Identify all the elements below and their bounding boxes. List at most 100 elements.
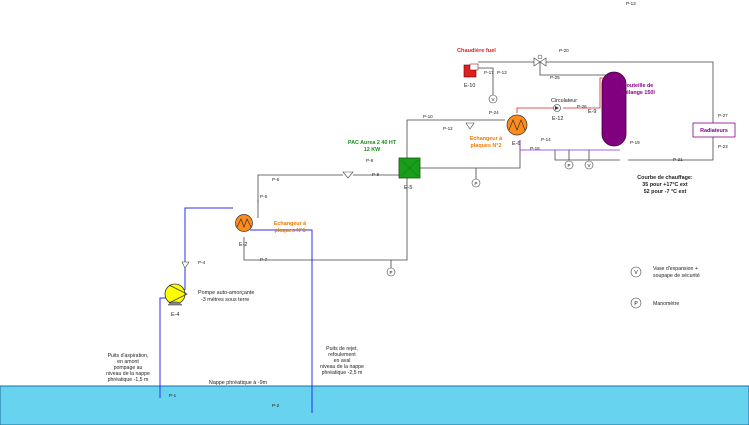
label-puits-rejet-1: Puits de rejet,: [326, 346, 358, 352]
label-p7: P-7: [260, 257, 268, 262]
svg-text:V: V: [587, 163, 590, 168]
svg-text:P: P: [567, 163, 570, 168]
label-puits-aspiration-2: en amont: [117, 359, 139, 365]
label-p24: P-24: [489, 110, 499, 115]
label-puits-rejet-2: refoulement: [328, 352, 356, 358]
heat-pump-e5[interactable]: [398, 157, 421, 179]
label-p21: P-21: [673, 157, 683, 162]
tag-e4: E-4: [171, 312, 179, 318]
svg-text:P: P: [389, 270, 392, 275]
label-puits-rejet-4: niveau de la nappe: [320, 364, 364, 370]
label-p26: P-26: [577, 104, 587, 109]
label-p27: P-27: [718, 113, 728, 118]
label-p12: P-12: [443, 126, 453, 131]
label-puits-aspiration-4: niveau de la nappe: [106, 371, 150, 377]
label-p1: P-1: [169, 393, 177, 398]
label-pac-2: 12 KW: [364, 147, 381, 153]
label-circulateur: Circulateur: [551, 98, 577, 104]
label-puits-rejet-3: en aval: [334, 358, 351, 364]
tag-e10: E-10: [464, 83, 475, 89]
legend-manometer-symbol: P: [630, 297, 642, 309]
label-p13: P-13: [497, 70, 507, 75]
tag-e12: E-12: [552, 116, 563, 122]
valve-p9: [342, 171, 354, 179]
label-chaudiere: Chaudière fuel: [457, 48, 496, 54]
check-valve-p4: [181, 261, 190, 269]
label-p5: P-5: [260, 194, 268, 199]
legend-vase-1: Vase d'expansion +: [653, 266, 698, 272]
label-courbe-2: 35 pour +17°C ext: [642, 182, 688, 188]
label-p25: P-25: [550, 75, 560, 80]
svg-text:P: P: [634, 301, 638, 307]
legend-vase-symbol: V: [630, 266, 642, 278]
pipe-p24: [516, 107, 560, 113]
label-courbe-3: 52 pour -7 °C ext: [644, 189, 687, 195]
label-bouteille-1: Bouteille de: [623, 83, 654, 89]
label-p14: P-14: [541, 137, 551, 142]
manometer-3: P: [564, 160, 574, 170]
label-p17: P-17: [484, 70, 494, 75]
water-table: [0, 385, 749, 425]
label-p8: P-8: [366, 158, 374, 163]
exchanger-e6[interactable]: [506, 114, 528, 136]
tag-e9: E-9: [588, 109, 596, 115]
manometer-2: P: [386, 267, 396, 277]
pipe-p2: [250, 229, 313, 413]
label-radiateurs: Radiateurs: [700, 128, 728, 134]
label-echangeur1-2: plaques N°1: [275, 228, 306, 234]
label-pac-1: PAC Aurea 2 40 HT: [348, 140, 397, 146]
label-p9: P-9: [372, 172, 380, 177]
label-puits-aspiration-5: phréatique -1,5 m: [108, 377, 149, 383]
tag-e2: E-2: [239, 242, 247, 248]
pipe-p6: [257, 174, 343, 218]
pipe-p20: [478, 61, 714, 125]
tag-e5: E-5: [404, 185, 412, 191]
circulator-e12[interactable]: [553, 104, 561, 112]
label-p23: P-23: [718, 144, 728, 149]
legend-manometre: Manomètre: [653, 301, 679, 307]
mixing-bottle-e9[interactable]: [601, 71, 627, 147]
radiators-box[interactable]: [692, 122, 736, 138]
exchanger-e2[interactable]: [235, 214, 253, 232]
label-p19: P-19: [630, 140, 640, 145]
pipe-p14-purple: [519, 140, 620, 151]
pipe-p17: [478, 67, 494, 95]
manometer-1: P: [471, 178, 481, 188]
valve-p12: [465, 122, 475, 130]
label-puits-rejet-5: phréatique -2,5 m: [322, 370, 363, 376]
expansion-vessel-2: V: [584, 160, 594, 170]
three-way-valve[interactable]: [533, 54, 547, 67]
label-p20: P-20: [559, 48, 569, 53]
pump-e4[interactable]: [164, 283, 188, 306]
label-echangeur2-2: plaques N°2: [471, 143, 502, 149]
expansion-vessel-1: V: [488, 94, 498, 104]
pipe-p4: [184, 207, 233, 290]
label-p4: P-4: [198, 260, 206, 265]
label-puits-aspiration-1: Puits d'aspiration,: [108, 353, 149, 359]
boiler-e10[interactable]: [463, 63, 479, 78]
label-echangeur2-1: Echangeur à: [470, 136, 503, 142]
svg-text:P: P: [474, 181, 477, 186]
label-courbe-1: Courbe de chauffage:: [637, 175, 693, 181]
label-p6: P-6: [272, 177, 280, 182]
pipe-p21: [628, 137, 714, 161]
label-pompe-2: -3 mètres sous terre: [201, 297, 249, 303]
legend-vase-2: soupape de sécurité: [653, 273, 700, 279]
label-puits-aspiration-3: pompage au: [114, 365, 143, 371]
pipe-p19: [554, 150, 620, 161]
label-echangeur1-1: Echangeur à: [274, 221, 307, 227]
pipe-p25: [539, 62, 612, 76]
label-p2: P-2: [272, 403, 280, 408]
label-nappe: Nappe phréatique à -9m: [209, 380, 268, 386]
label-p16: P-16: [530, 146, 540, 151]
tag-e6: E-6: [512, 141, 520, 147]
pipe-vase-bottle: [568, 150, 590, 160]
svg-text:V: V: [634, 270, 638, 276]
svg-text:V: V: [491, 97, 494, 102]
label-bouteille-2: mélange 150l: [621, 90, 655, 96]
label-pompe-1: Pompe auto-amorçante: [198, 290, 254, 296]
pipe-p10: [406, 119, 505, 158]
label-p13-top: P-13: [626, 1, 636, 6]
